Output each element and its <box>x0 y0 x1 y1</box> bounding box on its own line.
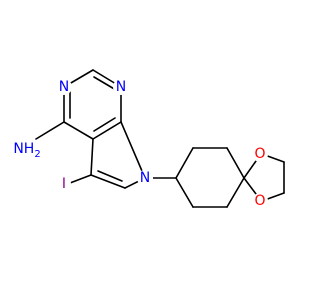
atom-n7: N <box>137 170 153 186</box>
atom-n1-label: N <box>116 79 126 95</box>
bond-cy1-cy2 <box>175 147 194 179</box>
bond-cy3-spiro <box>226 147 245 179</box>
atom-iodine: I <box>57 176 71 192</box>
atom-amine-label: NH2 <box>13 141 40 160</box>
atom-o-top: O <box>252 146 268 162</box>
amine-label-text: NH <box>13 141 34 157</box>
bond-spiro-cy5 <box>226 177 245 208</box>
atom-iodine-label: I <box>62 176 66 192</box>
atom-o-bottom: O <box>252 193 268 209</box>
bond-o-bottom-spiro <box>243 177 257 195</box>
bond-c5-c6 <box>90 174 126 189</box>
atom-o-bottom-label: O <box>254 193 265 209</box>
atom-n3-label: N <box>59 79 69 95</box>
bond-spiro-o-top <box>243 160 257 179</box>
bond-c4-nh2 <box>35 121 65 140</box>
bond-c7a-c4a-double <box>93 117 116 132</box>
atom-n1: N <box>113 79 129 95</box>
bond-n7-c7a <box>120 121 146 179</box>
atom-amine: NH2 <box>13 140 46 160</box>
bond-cy6-cy1 <box>175 177 194 208</box>
bond-c5-i <box>69 174 92 184</box>
bonds <box>35 69 285 208</box>
atom-n3: N <box>56 79 72 95</box>
atom-n7-label: N <box>140 170 150 186</box>
bond-c4a-c5 <box>90 138 94 176</box>
atom-labels: N N N NH2 I O O <box>13 79 268 209</box>
bond-c5-c6-double <box>97 170 123 182</box>
atom-o-top-label: O <box>254 146 265 162</box>
amine-h-count: 2 <box>34 149 40 160</box>
bond-c2-n1-double <box>93 76 117 91</box>
bond-c4a-c4 <box>63 121 94 140</box>
bond-c7a-c4a <box>92 121 122 140</box>
molecule-structure-diagram: N N N NH2 I O O <box>13 69 285 209</box>
